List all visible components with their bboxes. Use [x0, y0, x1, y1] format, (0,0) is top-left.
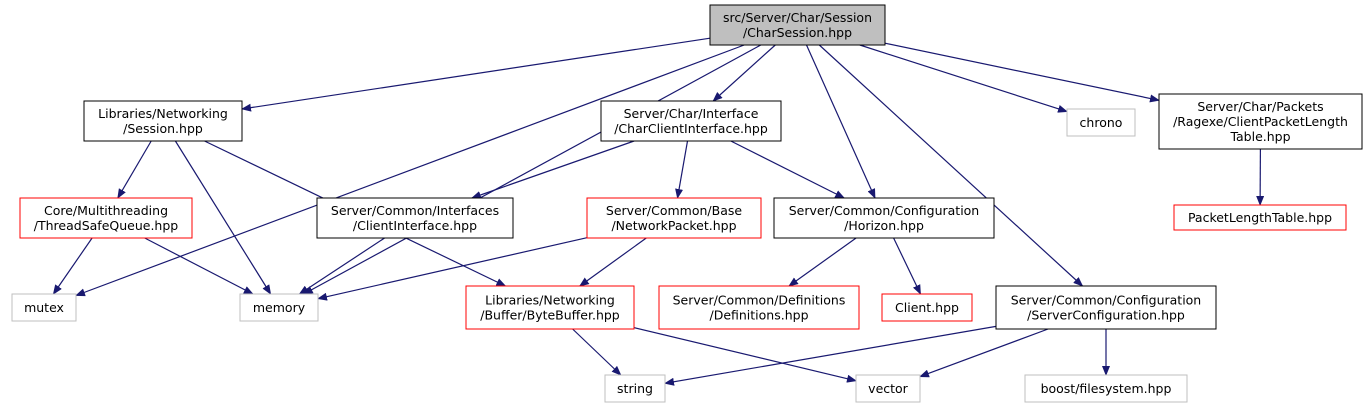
node-defs[interactable]: Server/Common/Definitions/Definitions.hp…: [658, 285, 860, 330]
node-session-box: [83, 100, 243, 142]
edge-np-to-bb: [578, 237, 647, 287]
edge-root-to-session: [241, 37, 711, 112]
node-root-label-line: src/Server/Char/Session: [723, 10, 872, 25]
node-ci-label-line: Server/Common/Interfaces: [331, 203, 499, 218]
node-client-box: [881, 293, 973, 322]
node-sc-box: [995, 285, 1217, 330]
node-np-label-line: Server/Common/Base: [606, 203, 742, 218]
node-cci-label-line: Server/Char/Interface: [624, 106, 759, 121]
node-cplt-label-line: /Ragexe/ClientPacketLength: [1173, 114, 1348, 129]
node-fs: boost/filesystem.hpp: [1024, 374, 1188, 403]
node-memory: memory: [239, 293, 319, 322]
node-session[interactable]: Libraries/Networking/Session.hpp: [83, 100, 243, 142]
node-cplt-label-line: Server/Char/Packets: [1197, 99, 1323, 114]
node-vector-label-line: vector: [868, 381, 909, 396]
edge-cci-to-horizon: [730, 140, 846, 199]
node-defs-label-line: /Definitions.hpp: [709, 308, 808, 323]
node-fs-label-line: boost/filesystem.hpp: [1041, 381, 1172, 396]
node-defs-box: [658, 285, 860, 330]
node-session-label-line: Libraries/Networking: [98, 106, 228, 121]
node-tsq[interactable]: Core/Multithreading/ThreadSafeQueue.hpp: [19, 197, 193, 239]
node-plt-box: [1173, 204, 1347, 231]
node-horizon[interactable]: Server/Common/Configuration/Horizon.hpp: [773, 197, 995, 239]
edge-root-to-chrono: [859, 44, 1068, 113]
edge-root-to-cci: [712, 44, 776, 102]
node-horizon-label-line: /Horizon.hpp: [844, 218, 924, 233]
node-np[interactable]: Server/Common/Base/NetworkPacket.hpp: [586, 197, 762, 239]
node-tsq-label-line: /ThreadSafeQueue.hpp: [34, 218, 178, 233]
node-cci-label-line: /CharClientInterface.hpp: [614, 121, 768, 136]
edge-sc-to-vector: [919, 328, 1049, 378]
node-tsq-label-line: Core/Multithreading: [44, 203, 168, 218]
node-vector-box: [855, 374, 921, 403]
node-tsq-box: [19, 197, 193, 239]
node-chrono: chrono: [1066, 108, 1136, 137]
edge-np-to-memory: [317, 237, 588, 301]
node-sc-label-line: Server/Common/Configuration: [1011, 293, 1202, 308]
node-cplt-label-line: Table.hpp: [1229, 129, 1290, 144]
edge-tsq-to-memory: [144, 237, 254, 295]
node-client[interactable]: Client.hpp: [881, 293, 973, 322]
node-cci[interactable]: Server/Char/Interface/CharClientInterfac…: [600, 100, 782, 142]
node-sc[interactable]: Server/Common/Configuration/ServerConfig…: [995, 285, 1217, 330]
node-sc-label-line: /ServerConfiguration.hpp: [1027, 308, 1185, 323]
node-session-label-line: /Session.hpp: [123, 121, 203, 136]
node-cci-box: [600, 100, 782, 142]
edge-root-to-sc: [818, 44, 1084, 287]
edge-bb-to-vector: [633, 327, 857, 383]
node-bb-label-line: Libraries/Networking: [485, 293, 615, 308]
node-fs-box: [1024, 374, 1188, 403]
edge-root-to-cplt: [884, 42, 1160, 103]
node-string: string: [604, 374, 666, 403]
edge-horizon-to-client: [893, 237, 922, 295]
edge-tsq-to-mutex: [52, 237, 93, 295]
node-mutex-box: [11, 293, 77, 322]
edge-bb-to-string: [572, 328, 622, 376]
node-np-box: [586, 197, 762, 239]
node-root[interactable]: src/Server/Char/Session/CharSession.hpp: [709, 4, 886, 46]
node-plt[interactable]: PacketLengthTable.hpp: [1173, 204, 1347, 231]
node-ci-label-line: /ClientInterface.hpp: [353, 218, 477, 233]
edge-sc-to-string: [664, 325, 997, 386]
edges: [52, 37, 1265, 386]
nodes: src/Server/Char/Session/CharSession.hppL…: [11, 4, 1363, 403]
node-string-label-line: string: [617, 381, 653, 396]
node-plt-label-line: PacketLengthTable.hpp: [1188, 210, 1332, 225]
node-bb-box: [465, 285, 635, 330]
node-memory-box: [239, 293, 319, 322]
node-bb-label-line: /Buffer/ByteBuffer.hpp: [480, 308, 620, 323]
edge-root-to-mutex: [75, 44, 745, 297]
node-chrono-label-line: chrono: [1080, 115, 1123, 130]
node-vector: vector: [855, 374, 921, 403]
node-horizon-label-line: Server/Common/Configuration: [789, 203, 980, 218]
node-chrono-box: [1066, 108, 1136, 137]
node-mutex-label-line: mutex: [24, 300, 64, 315]
edge-ci-to-memory: [298, 237, 385, 295]
node-np-label-line: /NetworkPacket.hpp: [611, 218, 736, 233]
node-defs-label-line: Server/Common/Definitions: [673, 293, 846, 308]
node-root-label-line: /CharSession.hpp: [743, 25, 852, 40]
edge-session-to-memory: [174, 140, 272, 295]
node-ci-box: [316, 197, 514, 239]
edge-cci-to-np: [675, 140, 689, 199]
edge-root-to-memory: [302, 44, 762, 295]
node-client-label-line: Client.hpp: [895, 300, 959, 315]
node-cplt[interactable]: Server/Char/Packets/Ragexe/ClientPacketL…: [1158, 93, 1363, 150]
node-string-box: [604, 374, 666, 403]
edge-cci-to-ci: [470, 140, 635, 199]
edge-root-to-horizon: [805, 44, 876, 199]
edge-horizon-to-defs: [788, 237, 857, 287]
node-memory-label-line: memory: [253, 300, 306, 315]
node-root-box: [709, 4, 886, 46]
node-horizon-box: [773, 197, 995, 239]
edge-session-to-tsq: [117, 140, 152, 199]
node-mutex: mutex: [11, 293, 77, 322]
node-ci[interactable]: Server/Common/Interfaces/ClientInterface…: [316, 197, 514, 239]
node-bb[interactable]: Libraries/Networking/Buffer/ByteBuffer.h…: [465, 285, 635, 330]
node-cplt-box: [1158, 93, 1363, 150]
